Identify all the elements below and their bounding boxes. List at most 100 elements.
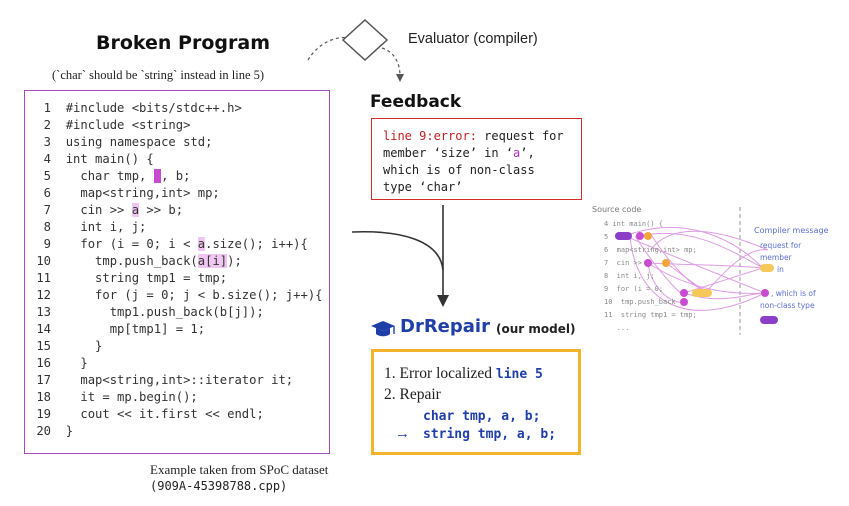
line-number: 7 bbox=[43, 203, 51, 217]
code-text: string tmp1 = tmp; bbox=[65, 271, 228, 285]
code-line: 8 int i, j; bbox=[25, 219, 147, 236]
highlighted-token: a bbox=[131, 203, 140, 217]
code-line: 16 } bbox=[25, 355, 87, 372]
code-line: 2 #include <string> bbox=[25, 117, 191, 134]
code-line: 15 } bbox=[25, 338, 102, 355]
line-number: 14 bbox=[36, 322, 51, 336]
code-text: int i, j; bbox=[65, 220, 147, 234]
graph-code-line-9: 9 for (i = 0; bbox=[604, 285, 664, 293]
arrow-right-icon: → bbox=[395, 425, 410, 442]
line-number: 8 bbox=[43, 220, 51, 234]
broken-program-note: (`char` should be `string` instead in li… bbox=[52, 68, 265, 82]
code-line: 4 int main() { bbox=[25, 151, 154, 168]
code-line: 20 } bbox=[25, 423, 73, 440]
graph-code-ellipsis: ... bbox=[604, 324, 630, 332]
code-text: it = mp.begin(); bbox=[65, 390, 198, 404]
line-number: 11 bbox=[36, 271, 51, 285]
graph-code-line-6: 6 map<string,int> mp; bbox=[604, 246, 697, 254]
line-number: 16 bbox=[36, 356, 51, 370]
broken-program-title: Broken Program bbox=[96, 32, 270, 54]
node-msg-char bbox=[760, 316, 778, 324]
evaluator-diamond-icon bbox=[341, 18, 389, 62]
code-line: 17 map<string,int>::iterator it; bbox=[25, 372, 293, 389]
code-line: 12 for (j = 0; j < b.size(); j++){ bbox=[25, 287, 323, 304]
graph-code-line-8: 8 int i, j; bbox=[604, 272, 655, 280]
highlighted-token: a bbox=[153, 169, 162, 183]
evaluator-label: Evaluator (compiler) bbox=[408, 31, 538, 47]
code-text: } bbox=[65, 424, 74, 438]
code-text: using namespace std; bbox=[65, 135, 213, 149]
line-number: 20 bbox=[36, 424, 51, 438]
node-a-9 bbox=[680, 289, 688, 297]
evaluator-diagram bbox=[307, 18, 404, 82]
feedback-line-3: which is of non-class bbox=[383, 163, 535, 177]
step-error-localized: 1. Error localized line 5 bbox=[384, 365, 543, 382]
line-number: 3 bbox=[43, 135, 51, 149]
node-a-10 bbox=[680, 298, 688, 306]
code-line: 7 cin >> a >> b; bbox=[25, 202, 183, 219]
code-text: char tmp, bbox=[65, 169, 154, 183]
code-text: ); bbox=[227, 254, 242, 268]
graph-msg-line-1: request for bbox=[760, 241, 802, 250]
code-text: #include <bits/stdc++.h> bbox=[65, 101, 242, 115]
code-line: 10 tmp.push_back(a[i]); bbox=[25, 253, 242, 270]
node-size bbox=[692, 289, 712, 297]
line-number: 9 bbox=[43, 237, 51, 251]
graph-msg-line-4: non-class type bbox=[760, 301, 815, 310]
node-a-7 bbox=[644, 259, 652, 267]
line-number: 2 bbox=[43, 118, 51, 132]
highlighted-token: a bbox=[197, 237, 206, 251]
drrepair-subtitle: (our model) bbox=[496, 322, 576, 336]
node-char bbox=[615, 232, 632, 240]
graph-code-line-7: 7 cin >> bbox=[604, 259, 642, 267]
code-text: int main() { bbox=[65, 152, 154, 166]
line-number: 1 bbox=[43, 101, 51, 115]
highlighted-token: a[i] bbox=[197, 254, 228, 268]
line-number: 15 bbox=[36, 339, 51, 353]
code-text: tmp1.push_back(b[j]); bbox=[65, 305, 264, 319]
drrepair-title: DrRepair bbox=[400, 316, 490, 337]
code-text: #include <string> bbox=[65, 118, 191, 132]
feedback-line-4: type ‘char’ bbox=[383, 180, 463, 194]
code-text: , b; bbox=[161, 169, 191, 183]
code-text: } bbox=[65, 339, 103, 353]
code-text: cout << it.first << endl; bbox=[65, 407, 264, 421]
graduation-cap-icon bbox=[371, 321, 395, 337]
repair-new-line: string tmp, a, b; bbox=[423, 427, 557, 442]
line-number: 13 bbox=[36, 305, 51, 319]
feedback-title: Feedback bbox=[370, 92, 462, 112]
code-line: 19 cout << it.first << endl; bbox=[25, 406, 264, 423]
line-number: 18 bbox=[36, 390, 51, 404]
line-number: 10 bbox=[36, 254, 51, 268]
node-msg-a bbox=[761, 289, 769, 297]
node-b-7 bbox=[662, 259, 670, 267]
code-line: 14 mp[tmp1] = 1; bbox=[25, 321, 205, 338]
code-text: mp[tmp1] = 1; bbox=[65, 322, 206, 336]
code-text: for (i = 0; i < bbox=[65, 237, 198, 251]
line-number: 19 bbox=[36, 407, 51, 421]
flow-arrows bbox=[351, 205, 449, 307]
localized-line: line 5 bbox=[495, 367, 543, 382]
graph-code-line-4: 4 int main() { bbox=[604, 220, 664, 228]
repair-old-line: char tmp, a, b; bbox=[423, 409, 541, 424]
code-listing: 1 #include <bits/stdc++.h>2 #include <st… bbox=[24, 90, 330, 454]
code-text: cin >> bbox=[65, 203, 132, 217]
code-text: map<string,int> mp; bbox=[65, 186, 220, 200]
code-line: 3 using namespace std; bbox=[25, 134, 213, 151]
code-line: 1 #include <bits/stdc++.h> bbox=[25, 100, 242, 117]
code-text: .size(); i++){ bbox=[205, 237, 308, 251]
feedback-line-1: line 9:error: request for bbox=[383, 129, 564, 143]
code-line: 11 string tmp1 = tmp; bbox=[25, 270, 227, 287]
graph-msg-line-2b: in bbox=[777, 265, 784, 274]
code-text: >> b; bbox=[139, 203, 184, 217]
code-text: map<string,int>::iterator it; bbox=[65, 373, 294, 387]
repair-box: 1. Error localized line 5 2. Repair char… bbox=[371, 349, 581, 455]
node-a-5 bbox=[636, 232, 644, 240]
graph-msg-line-3: , which is of bbox=[771, 289, 816, 298]
line-number: 5 bbox=[43, 169, 51, 183]
code-line: 13 tmp1.push_back(b[j]); bbox=[25, 304, 264, 321]
code-text: for (j = 0; j < b.size(); j++){ bbox=[65, 288, 323, 302]
node-msg-size bbox=[760, 264, 774, 272]
code-line: 5 char tmp, a, b; bbox=[25, 168, 190, 185]
feedback-line-2: member ‘size’ in ‘a’, bbox=[383, 146, 535, 160]
